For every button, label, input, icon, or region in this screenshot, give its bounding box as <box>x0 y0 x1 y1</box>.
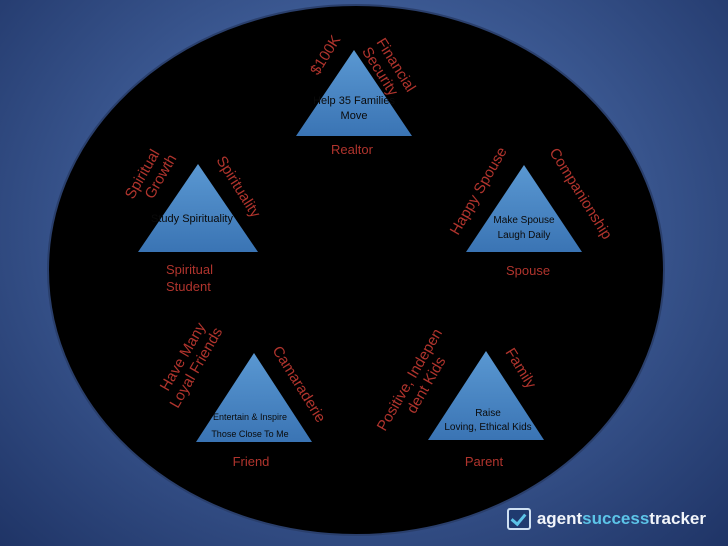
brand-logo: agentsuccesstracker <box>506 506 706 532</box>
friend-goal-line1: Entertain & Inspire <box>213 412 287 422</box>
spouse-role-label: Spouse <box>506 263 550 278</box>
triangle-spouse <box>466 165 582 252</box>
student-role-line2: Student <box>166 279 211 294</box>
triangle-parent <box>428 351 544 440</box>
parent-goal-line1: Raise <box>475 408 501 419</box>
spouse-goal-line2: Laugh Daily <box>498 230 551 241</box>
student-goal-line1: Study Spirituality <box>151 213 233 225</box>
friend-role-label: Friend <box>233 454 270 469</box>
spouse-goal-line1: Make Spouse <box>493 215 555 226</box>
realtor-goal-line2: Move <box>341 110 368 122</box>
student-role-line1: Spiritual <box>166 262 213 277</box>
triangle-friend <box>196 353 312 442</box>
triangle-realtor <box>296 50 412 136</box>
parent-role-label: Parent <box>465 454 504 469</box>
brand-part-tracker: tracker <box>649 509 706 528</box>
node-realtor: Help 35 Families Move Realtor $100K Fina… <box>296 32 419 157</box>
brand-part-success: success <box>582 509 650 528</box>
parent-goal-line2: Loving, Ethical Kids <box>444 422 531 433</box>
triangle-student <box>138 164 258 252</box>
brand-part-agent: agent <box>536 509 583 528</box>
realtor-role-label: Realtor <box>331 142 374 157</box>
friend-goal-line2: Those Close To Me <box>211 429 288 439</box>
checkbox-icon <box>506 508 531 530</box>
realtor-goal-line1: Help 35 Families <box>313 95 395 107</box>
